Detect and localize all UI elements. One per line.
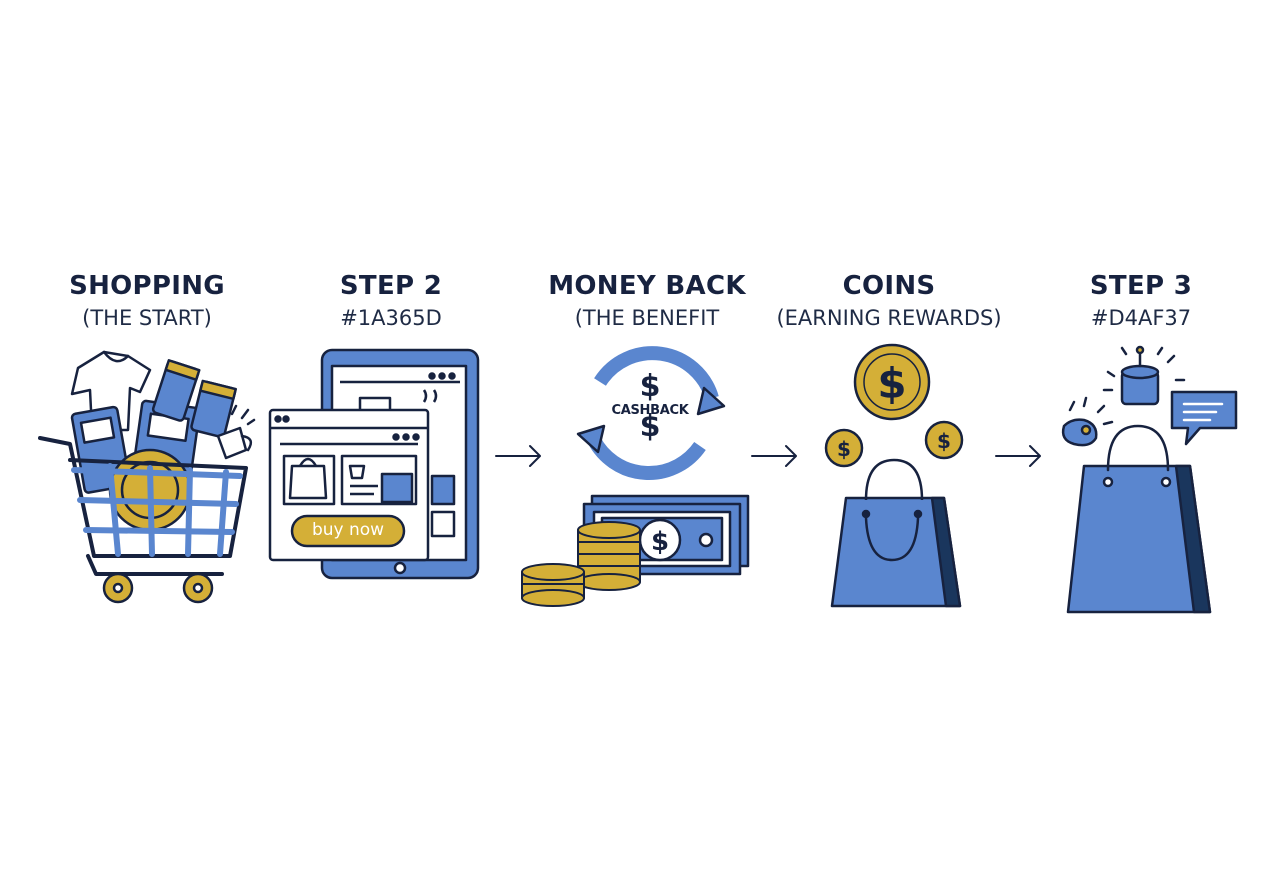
step-4-title: COINS — [842, 271, 936, 301]
step-2-title: STEP 2 — [339, 271, 443, 301]
step-4-subtitle: (EARNING REWARDS) — [776, 306, 1002, 330]
step-3-subtitle: (THE BENEFIT — [574, 306, 720, 330]
svg-text:$: $ — [837, 437, 851, 461]
svg-text:$: $ — [640, 409, 661, 444]
buy-now-button[interactable]: buy now — [311, 520, 385, 540]
step-5-title: STEP 3 — [1089, 271, 1193, 301]
arrow-right-icon — [751, 445, 797, 467]
step-1-title: SHOPPING — [69, 271, 225, 301]
svg-text:$: $ — [651, 527, 669, 557]
coin-stack-icon — [521, 521, 641, 607]
step-3-title: MONEY BACK — [548, 271, 746, 301]
online-store-icon — [268, 348, 480, 580]
svg-text:$: $ — [877, 359, 906, 408]
arrow-right-icon — [995, 445, 1041, 467]
reward-bag-icon — [1061, 345, 1238, 614]
step-5-subtitle: #D4AF37 — [1090, 306, 1192, 330]
coins-bag-icon: $ $ $ — [824, 343, 964, 608]
shopping-cart-icon — [38, 350, 256, 604]
step-1-subtitle: (THE START) — [82, 306, 212, 330]
svg-text:$: $ — [937, 429, 951, 453]
cashback-label: CASHBACK — [611, 403, 689, 418]
arrow-right-icon — [495, 445, 541, 467]
step-2-subtitle: #1A365D — [340, 306, 442, 330]
cashback-cycle-icon: $ $ — [576, 346, 726, 480]
svg-text:$: $ — [640, 369, 661, 404]
